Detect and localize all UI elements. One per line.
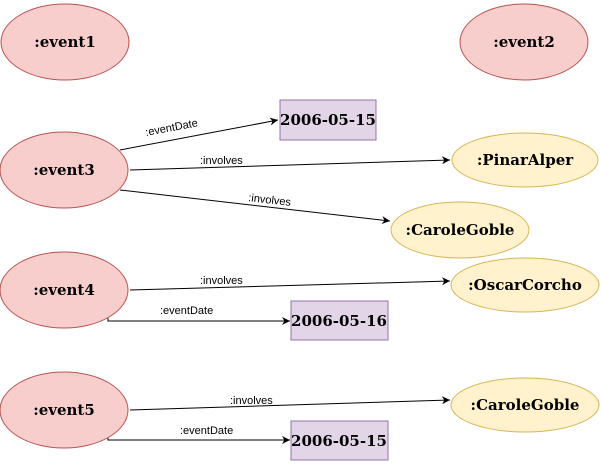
node-label: :event3: [33, 161, 95, 179]
node-event5[interactable]: :event5: [0, 371, 129, 449]
node-label: :event4: [33, 281, 95, 299]
edge-event3-involves-carolegoble: :involves: [119, 189, 391, 225]
node-label: :CaroleGoble: [471, 396, 580, 414]
node-label: 2006-05-15: [280, 111, 376, 129]
edge-label: :eventDate: [180, 425, 233, 437]
node-event4[interactable]: :event4: [0, 251, 129, 329]
node-label: :event2: [493, 33, 555, 51]
edge-label: :eventDate: [160, 305, 213, 317]
edge-label: :involves: [200, 275, 243, 287]
node-carolegoble[interactable]: :CaroleGoble: [390, 201, 530, 259]
node-event3[interactable]: :event3: [0, 131, 129, 209]
edge-event4-eventdate: :eventDate: [107, 305, 290, 325]
node-oscarcorcho[interactable]: :OscarCorcho: [450, 257, 600, 313]
node-label: 2006-05-15: [291, 432, 387, 450]
node-pinaralper[interactable]: :PinarAlper: [451, 132, 599, 188]
node-label: :CaroleGoble: [406, 221, 515, 239]
edge-label: :eventDate: [144, 117, 199, 139]
edge-event5-eventdate: :eventDate: [107, 425, 290, 444]
node-label: :event1: [34, 33, 96, 51]
node-event2[interactable]: :event2: [459, 3, 589, 81]
node-date-2006-05-15[interactable]: 2006-05-15: [279, 99, 377, 141]
edge-label: :involves: [200, 155, 243, 167]
node-label: 2006-05-16: [291, 312, 387, 330]
node-label: :PinarAlper: [477, 151, 574, 169]
edge-label: :involves: [248, 192, 292, 209]
edge-event3-involves-pinaralper: :involves: [129, 155, 451, 171]
edge-event3-eventdate: :eventDate: [119, 117, 279, 151]
node-carolegoble[interactable]: :CaroleGoble: [450, 377, 600, 433]
edge-label: :involves: [230, 395, 273, 407]
node-label: :event5: [33, 401, 95, 419]
node-date-2006-05-16[interactable]: 2006-05-16: [290, 300, 389, 341]
node-event1[interactable]: :event1: [0, 3, 130, 81]
node-label: :OscarCorcho: [468, 276, 582, 294]
node-date-2006-05-15[interactable]: 2006-05-15: [290, 420, 389, 461]
edge-event5-involves-carolegoble: :involves: [129, 395, 451, 411]
edge-event4-involves-oscarcorcho: :involves: [129, 275, 451, 291]
